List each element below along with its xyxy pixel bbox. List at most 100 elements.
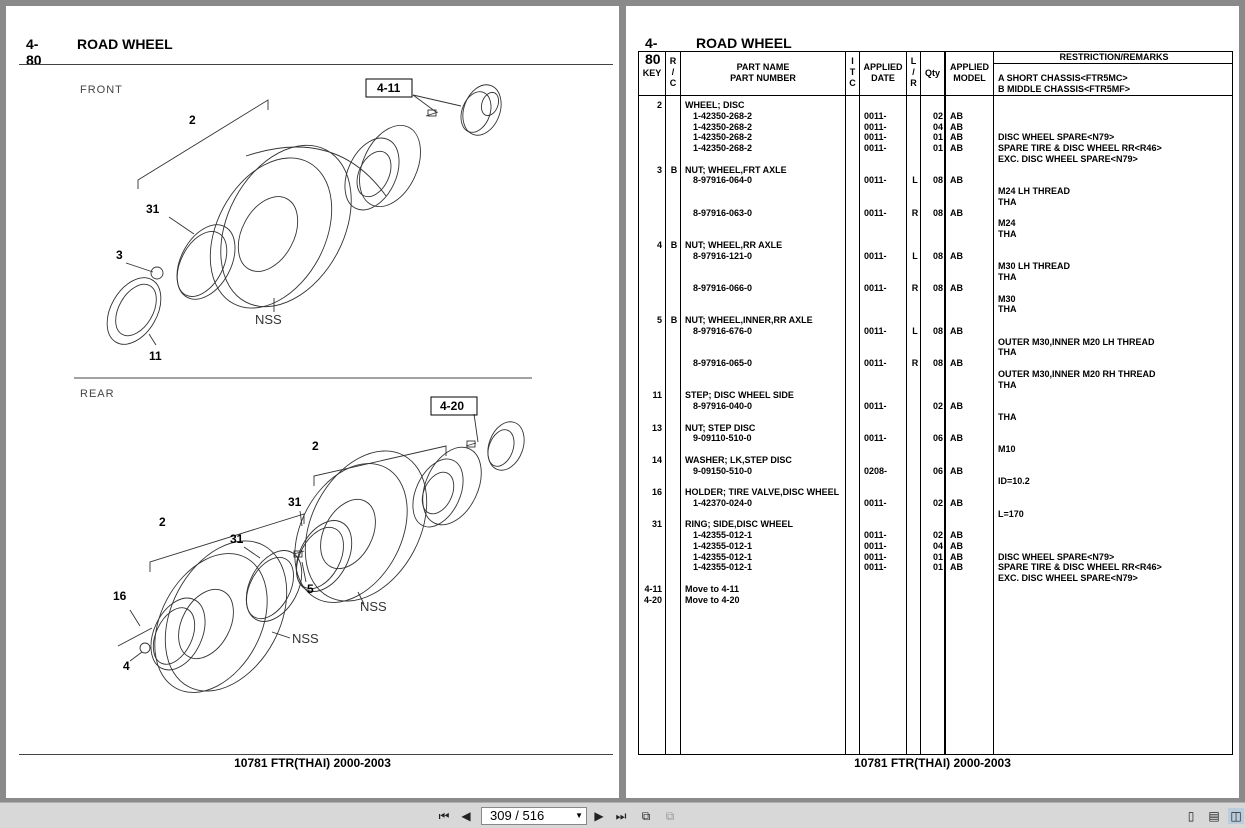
table-row: THA bbox=[639, 197, 1234, 208]
row-applied-model: AB bbox=[950, 497, 963, 508]
row-key: 11 bbox=[652, 390, 662, 401]
row-qty: 08 bbox=[932, 358, 943, 368]
row-remark: M30 bbox=[998, 293, 1016, 304]
row-part-number: 8-97916-063-0 bbox=[693, 207, 753, 218]
row-remark: THA bbox=[998, 229, 1017, 239]
row-part-name: WHEEL; DISC bbox=[685, 100, 745, 110]
row-applied-model: AB bbox=[950, 121, 963, 132]
row-key: 5 bbox=[656, 315, 662, 325]
row-qty: 04 bbox=[932, 121, 943, 132]
two-page-icon[interactable]: ◫ bbox=[1228, 808, 1244, 824]
viewer-toolbar: ⏮ ◀ 309 / 516 ▼ ▶ ⏭ ⧉ ⧉ ▯ ▤ ◫ bbox=[0, 802, 1245, 828]
parts-diagram: FRONT REAR 4-11 2 31 3 11 NSS 4-20 2 31 … bbox=[74, 78, 532, 693]
fit-width-icon[interactable]: ⧉ bbox=[665, 808, 675, 823]
row-applied-model: AB bbox=[950, 175, 963, 186]
row-applied-date: 0011- bbox=[864, 530, 887, 540]
row-lr: L bbox=[912, 250, 918, 261]
row-remark: L=170 bbox=[998, 508, 1024, 519]
header-lr: L/R bbox=[910, 56, 917, 88]
row-applied-model: AB bbox=[950, 207, 963, 218]
row-remark: THA bbox=[998, 379, 1017, 390]
row-qty: 08 bbox=[932, 325, 943, 336]
prev-page-icon[interactable]: ◀ bbox=[461, 809, 471, 823]
callout-4: 4 bbox=[123, 659, 130, 673]
row-applied-model: AB bbox=[950, 282, 963, 293]
row-part-name: NUT; WHEEL,INNER,RR AXLE bbox=[685, 315, 813, 325]
left-page: 4-80 ROAD WHEEL bbox=[6, 6, 619, 798]
row-lr: R bbox=[911, 207, 919, 218]
row-qty: 02 bbox=[932, 110, 943, 121]
row-rc: B bbox=[670, 239, 678, 250]
page-number-select[interactable]: 309 / 516 ▼ bbox=[481, 807, 587, 825]
row-part-number: 8-97916-064-0 bbox=[693, 175, 753, 186]
table-row: M24 LH THREAD bbox=[639, 186, 1234, 197]
row-key: 3 bbox=[656, 164, 662, 175]
footer-rule bbox=[19, 754, 613, 755]
row-part-name: Move to 4-20 bbox=[685, 594, 740, 605]
row-applied-date: 0011- bbox=[864, 207, 887, 218]
row-qty: 08 bbox=[932, 282, 943, 293]
row-part-number: 8-97916-065-0 bbox=[693, 358, 753, 368]
fit-page-icon[interactable]: ⧉ bbox=[641, 808, 651, 823]
callout-31-rear-outer: 31 bbox=[288, 495, 302, 509]
row-part-name: NUT; STEP DISC bbox=[685, 422, 756, 433]
row-qty: 01 bbox=[932, 132, 943, 143]
row-remark: EXC. DISC WHEEL SPARE<N79> bbox=[998, 153, 1138, 164]
row-applied-model: AB bbox=[950, 358, 963, 368]
callout-3-front: 3 bbox=[116, 248, 123, 262]
row-remark: M30 LH THREAD bbox=[998, 261, 1071, 272]
row-qty: 02 bbox=[932, 530, 943, 540]
row-part-number: 1-42355-012-1 bbox=[693, 530, 753, 540]
table-row: THA bbox=[639, 229, 1234, 240]
row-remark: SPARE TIRE & DISC WHEEL RR<R46> bbox=[998, 562, 1162, 573]
single-page-icon[interactable]: ▯ bbox=[1187, 809, 1195, 823]
callout-4-11: 4-11 bbox=[377, 81, 401, 95]
row-applied-date: 0011- bbox=[864, 358, 887, 368]
callout-2-rear-outer: 2 bbox=[312, 439, 319, 453]
row-applied-date: 0011- bbox=[864, 551, 887, 562]
first-page-icon[interactable]: ⏮ bbox=[438, 808, 450, 823]
row-applied-date: 0011- bbox=[864, 175, 887, 186]
table-row: M24 bbox=[639, 218, 1234, 229]
row-remark: OUTER M30,INNER M20 LH THREAD bbox=[998, 336, 1155, 347]
front-label: FRONT bbox=[80, 84, 123, 96]
row-applied-date: 0011- bbox=[864, 121, 887, 132]
row-applied-model: AB bbox=[950, 540, 963, 551]
row-applied-date: 0208- bbox=[864, 465, 888, 476]
row-qty: 08 bbox=[932, 250, 943, 261]
row-remark: M10 bbox=[998, 444, 1016, 454]
table-row: 4-20 Move to 4-20 bbox=[639, 595, 1234, 606]
row-remark: THA bbox=[998, 411, 1017, 422]
table-row: THA bbox=[639, 304, 1234, 315]
row-key: 4-20 bbox=[643, 594, 662, 605]
table-row: L=170 bbox=[639, 509, 1234, 520]
next-page-icon[interactable]: ▶ bbox=[594, 809, 604, 823]
row-part-number: 1-42355-012-1 bbox=[693, 551, 753, 562]
row-qty: 02 bbox=[932, 401, 943, 411]
row-key: 16 bbox=[651, 487, 662, 497]
row-applied-date: 0011- bbox=[864, 282, 887, 293]
last-page-icon[interactable]: ⏭ bbox=[615, 808, 627, 823]
row-qty: 01 bbox=[932, 143, 943, 153]
continuous-page-icon[interactable]: ▤ bbox=[1208, 809, 1220, 823]
row-part-number: 1-42355-012-1 bbox=[693, 540, 753, 551]
row-part-number: 1-42350-268-2 bbox=[693, 110, 753, 121]
row-remark: THA bbox=[998, 196, 1017, 207]
row-key: 31 bbox=[651, 519, 662, 530]
row-qty: 04 bbox=[932, 540, 943, 551]
row-remark: OUTER M30,INNER M20 RH THREAD bbox=[998, 368, 1156, 379]
row-key: 14 bbox=[651, 454, 662, 465]
rear-label: REAR bbox=[80, 388, 115, 400]
